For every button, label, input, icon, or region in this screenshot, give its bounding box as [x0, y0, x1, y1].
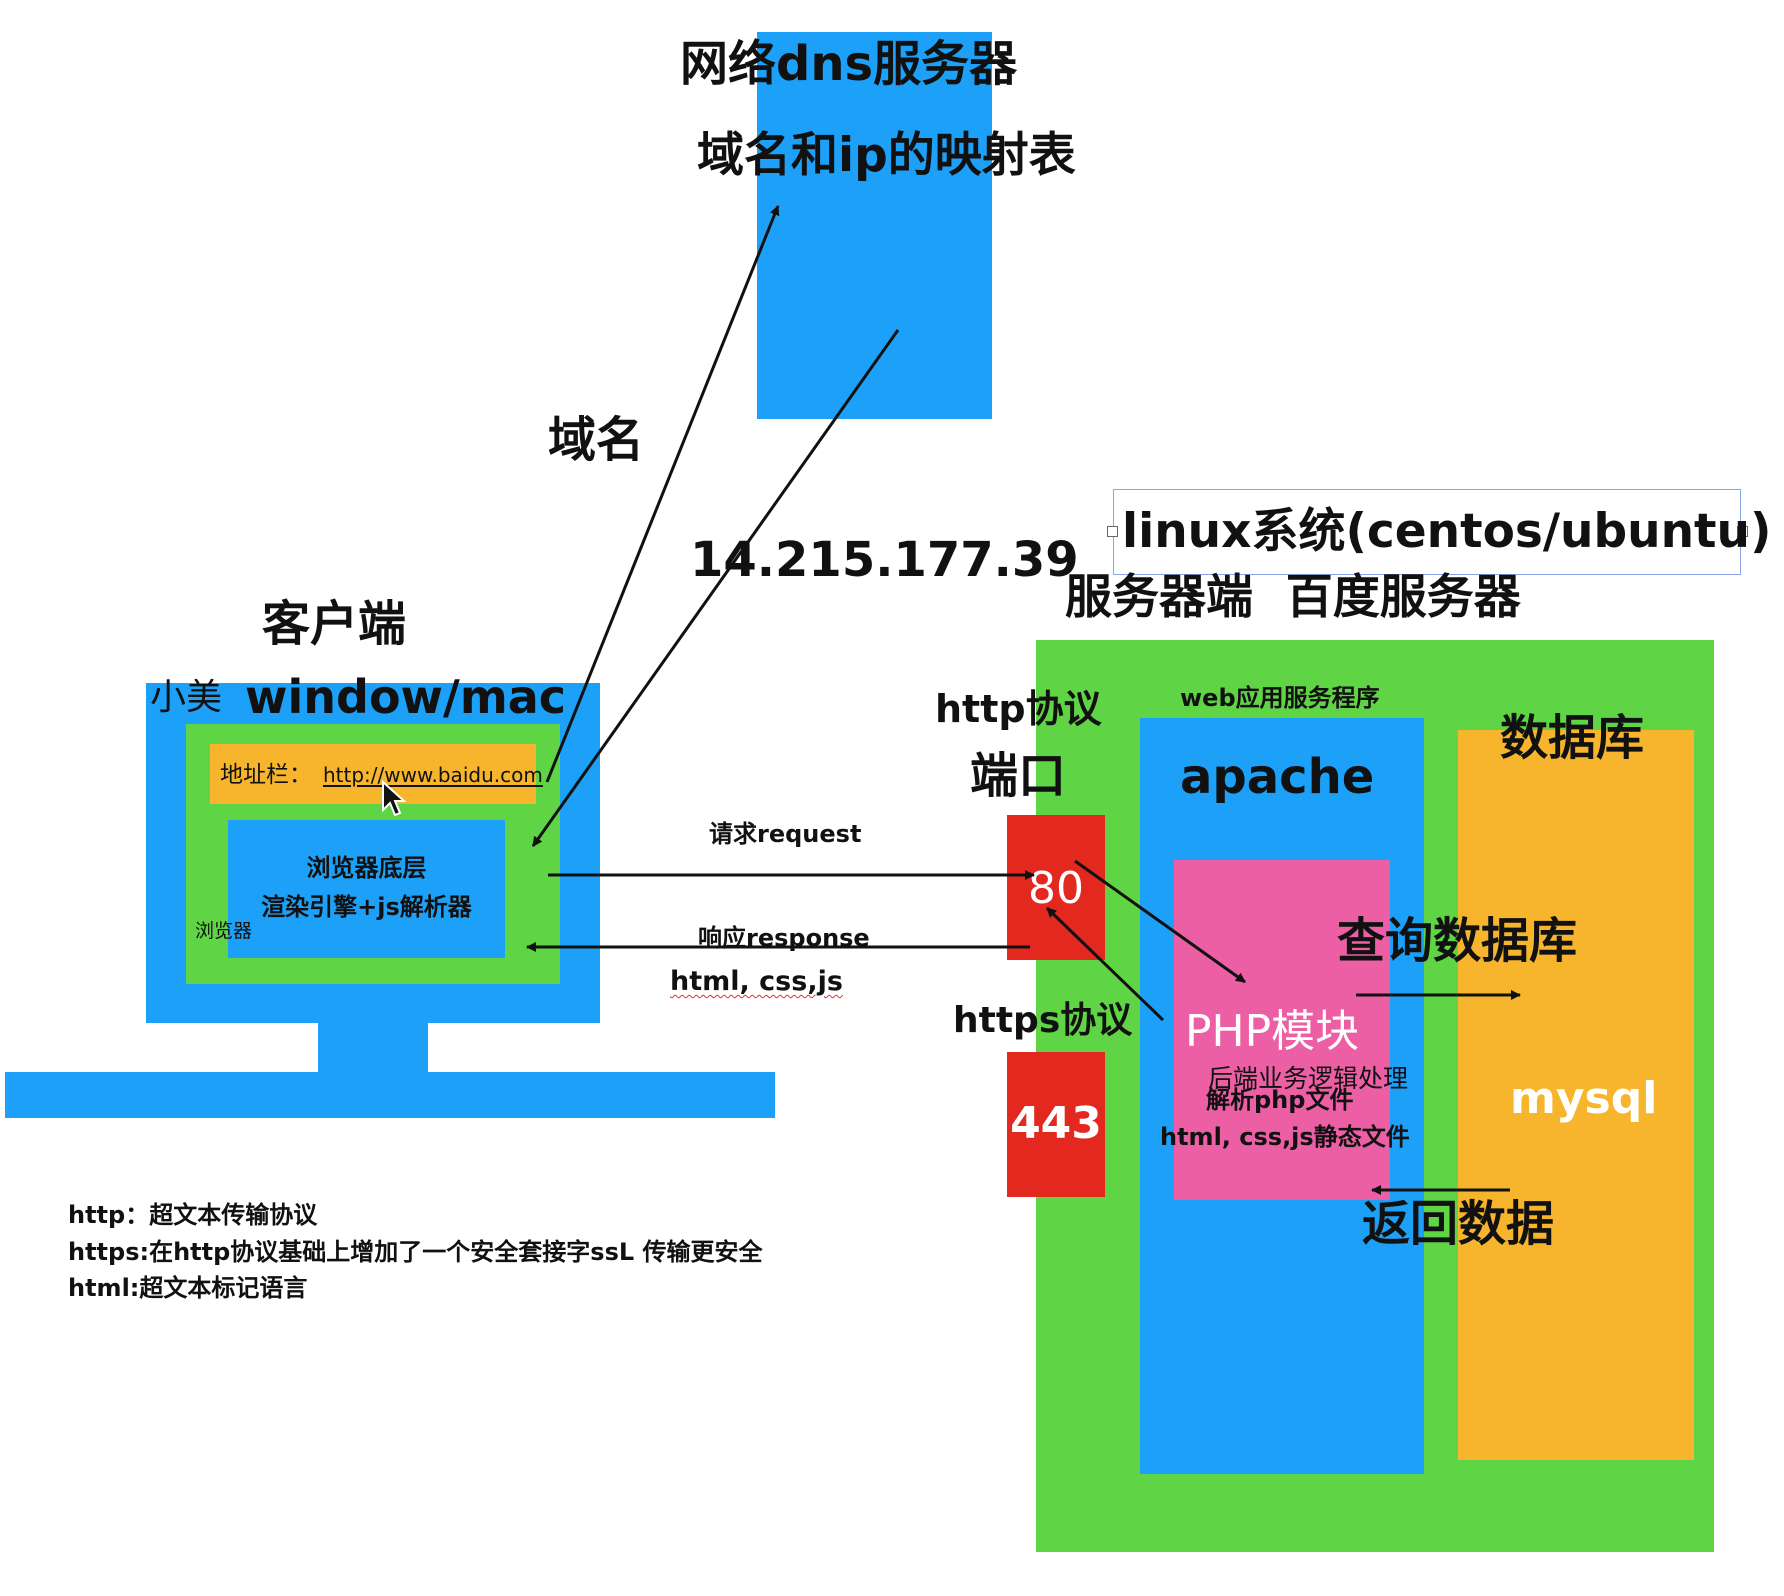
address-bar-label: 地址栏： [220, 762, 312, 788]
render-engine-line2: 渲染引擎+js解析器 [261, 893, 472, 921]
http-protocol-label: http协议 [935, 687, 1102, 731]
dns-server-title: 网络dns服务器 [680, 36, 1018, 92]
mouse-cursor-icon [382, 780, 407, 817]
selection-handle-right [1737, 526, 1748, 537]
user-os-prefix: 小美 [150, 677, 223, 718]
selection-handle-left [1107, 526, 1118, 537]
client-heading: 客户端 [262, 596, 407, 652]
return-data-label: 返回数据 [1362, 1196, 1555, 1252]
port-443-label: 443 [1010, 1098, 1102, 1149]
port-443-box [1007, 1052, 1105, 1197]
user-os-label: window/mac [245, 670, 567, 724]
monitor-stand [318, 1020, 428, 1072]
port-label: 端口 [970, 748, 1067, 804]
php-static-files-label: html, css,js静态文件 [1160, 1123, 1410, 1151]
request-label: 请求request [709, 820, 862, 848]
dns-mapping-subtitle: 域名和ip的映射表 [697, 128, 1076, 183]
php-module-label: PHP模块 [1185, 1006, 1360, 1057]
note-http: http：超文本传输协议 [68, 1201, 318, 1229]
browser-label: 浏览器 [195, 920, 253, 942]
note-html: html:超文本标记语言 [68, 1274, 308, 1302]
port-80-label: 80 [1028, 863, 1084, 914]
php-parse-label: 解析php文件 [1206, 1086, 1354, 1114]
database-box [1458, 730, 1694, 1460]
linux-os-label: linux系统(centos/ubuntu) [1122, 504, 1772, 559]
domain-label: 域名 [548, 412, 645, 468]
web-app-label: web应用服务程序 [1180, 684, 1380, 712]
response-content-label: html, css,js [670, 966, 843, 997]
render-engine-box [228, 820, 505, 958]
php-business-logic-label: 后端业务逻辑处理 [1208, 1064, 1409, 1093]
render-engine-line1: 浏览器底层 [306, 854, 427, 882]
address-bar-url[interactable]: http://www.baidu.com [323, 763, 543, 787]
monitor-base [5, 1072, 775, 1118]
query-database-label: 查询数据库 [1337, 913, 1578, 969]
response-label: 响应response [698, 924, 870, 952]
https-protocol-label: https协议 [953, 1000, 1133, 1041]
ip-address-label: 14.215.177.39 [690, 532, 1079, 588]
server-heading: 服务器端 百度服务器 [1065, 570, 1521, 625]
apache-label: apache [1180, 749, 1375, 805]
database-label: 数据库 [1500, 710, 1645, 766]
note-https: https:在http协议基础上增加了一个安全套接字ssL 传输更安全 [68, 1238, 763, 1266]
address-bar[interactable] [210, 744, 536, 804]
mysql-label: mysql [1510, 1073, 1658, 1124]
